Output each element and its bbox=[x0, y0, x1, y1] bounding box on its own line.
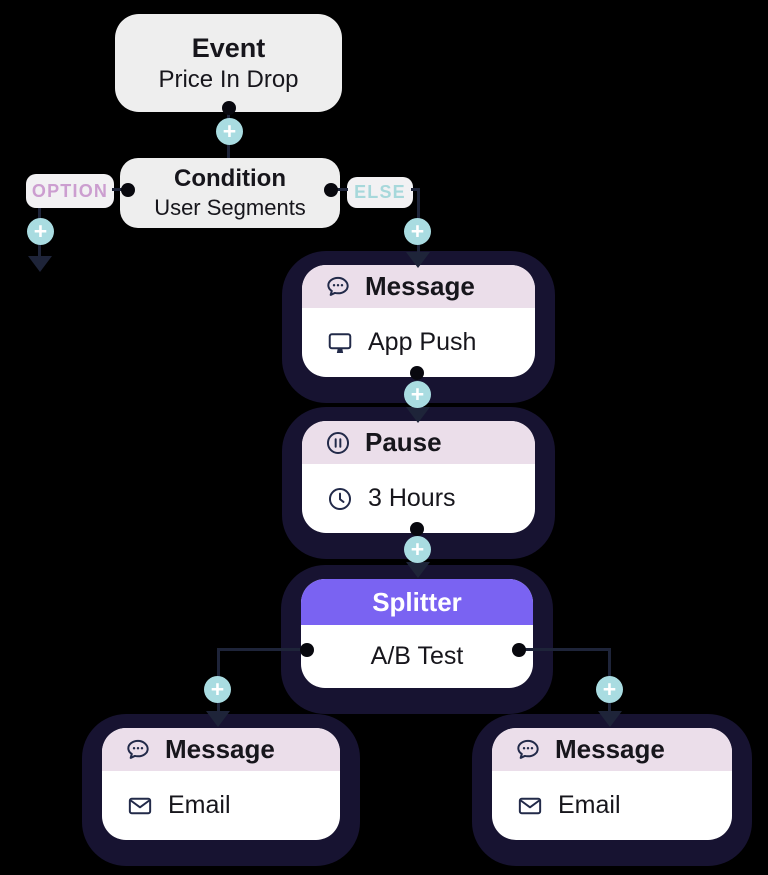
envelope-icon bbox=[126, 792, 154, 820]
card-pause[interactable]: Pause 3 Hours bbox=[302, 421, 535, 533]
node-event-subtitle: Price In Drop bbox=[158, 65, 299, 93]
card-subtitle: App Push bbox=[368, 328, 477, 356]
card-title: Splitter bbox=[372, 586, 462, 617]
node-event-title: Event bbox=[191, 32, 266, 63]
card-subtitle: 3 Hours bbox=[368, 484, 456, 512]
monitor-icon bbox=[326, 329, 354, 357]
arrow-down bbox=[598, 711, 622, 727]
add-step-button[interactable]: + bbox=[404, 536, 431, 563]
connector-else-horizontal bbox=[411, 188, 420, 191]
connection-dot bbox=[222, 101, 236, 115]
add-step-button[interactable]: + bbox=[204, 676, 231, 703]
connector-splitter-left-h bbox=[217, 648, 307, 651]
node-condition[interactable]: Condition User Segments bbox=[120, 158, 340, 228]
connection-dot bbox=[324, 183, 338, 197]
connection-dot bbox=[300, 643, 314, 657]
arrow-down bbox=[406, 407, 430, 423]
arrow-down bbox=[406, 252, 430, 268]
connection-dot bbox=[410, 522, 424, 536]
card-body: A/B Test bbox=[301, 625, 533, 688]
arrow-down bbox=[206, 711, 230, 727]
add-step-button[interactable]: + bbox=[404, 218, 431, 245]
card-body: App Push bbox=[302, 308, 535, 377]
add-step-button[interactable]: + bbox=[216, 118, 243, 145]
card-title: Pause bbox=[365, 427, 442, 457]
card-header: Splitter bbox=[301, 579, 533, 625]
node-condition-subtitle: User Segments bbox=[154, 195, 306, 220]
chat-bubble-icon bbox=[124, 736, 152, 764]
connector-condition-else bbox=[336, 188, 348, 191]
chat-bubble-icon bbox=[514, 736, 542, 764]
card-header: Message bbox=[302, 265, 535, 308]
card-body: Email bbox=[102, 771, 340, 840]
card-splitter[interactable]: Splitter A/B Test bbox=[301, 579, 533, 688]
connection-dot bbox=[512, 643, 526, 657]
card-body: Email bbox=[492, 771, 732, 840]
connector-splitter-right-h bbox=[519, 648, 611, 651]
node-condition-title: Condition bbox=[174, 165, 286, 192]
card-message-app-push[interactable]: Message App Push bbox=[302, 265, 535, 377]
chat-bubble-icon bbox=[324, 273, 352, 301]
card-header: Pause bbox=[302, 421, 535, 464]
arrow-down bbox=[28, 256, 52, 272]
connection-dot bbox=[121, 183, 135, 197]
card-title: Message bbox=[365, 271, 475, 301]
card-title: Message bbox=[555, 734, 665, 764]
card-subtitle: Email bbox=[168, 791, 231, 819]
pause-circle-icon bbox=[324, 429, 352, 457]
card-header: Message bbox=[102, 728, 340, 771]
card-title: Message bbox=[165, 734, 275, 764]
add-step-button[interactable]: + bbox=[27, 218, 54, 245]
node-event[interactable]: Event Price In Drop bbox=[115, 14, 342, 112]
card-body: 3 Hours bbox=[302, 464, 535, 533]
card-message-email-left[interactable]: Message Email bbox=[102, 728, 340, 840]
card-subtitle: Email bbox=[558, 791, 621, 819]
card-message-email-right[interactable]: Message Email bbox=[492, 728, 732, 840]
branch-label-else[interactable]: ELSE bbox=[347, 177, 413, 208]
card-subtitle: A/B Test bbox=[370, 642, 464, 670]
connection-dot bbox=[410, 366, 424, 380]
clock-icon bbox=[326, 485, 354, 513]
connector-option-condition bbox=[112, 188, 124, 191]
card-header: Message bbox=[492, 728, 732, 771]
branch-label-option[interactable]: OPTION bbox=[26, 174, 114, 208]
add-step-button[interactable]: + bbox=[404, 381, 431, 408]
add-step-button[interactable]: + bbox=[596, 676, 623, 703]
envelope-icon bbox=[516, 792, 544, 820]
arrow-down bbox=[406, 562, 430, 578]
